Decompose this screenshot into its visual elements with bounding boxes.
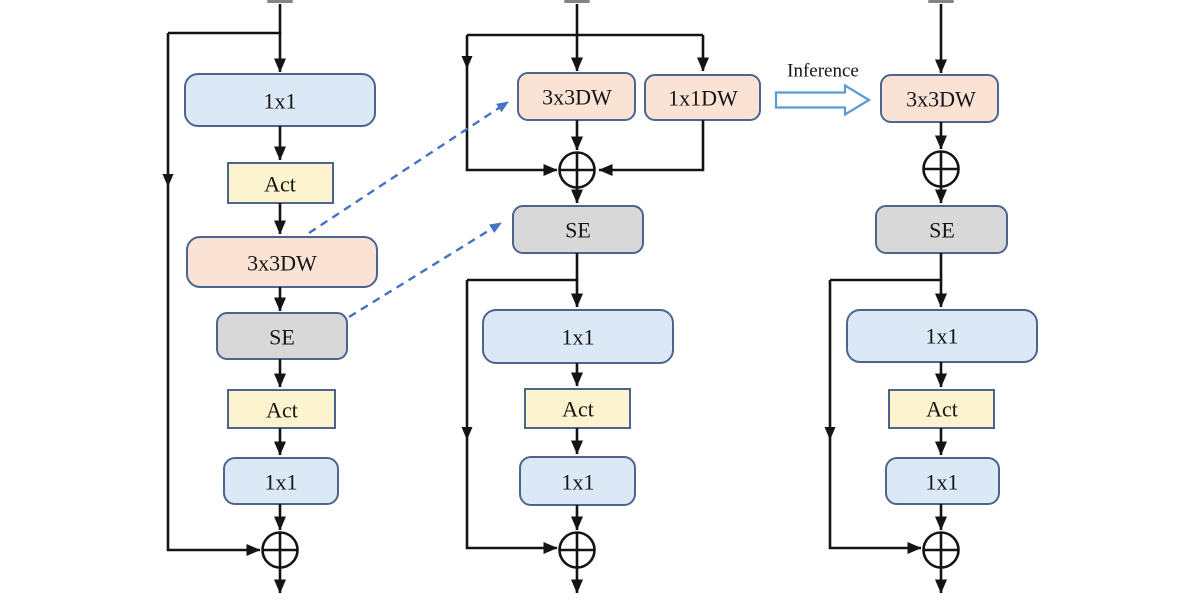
skip-mid-arrowhead-icon	[824, 427, 836, 440]
block-conv1x1-mid-label: 1x1	[562, 325, 595, 350]
block-dw1x1-label: 1x1DW	[668, 86, 738, 111]
inference-label: Inference	[787, 61, 859, 82]
block-act	[524, 388, 631, 429]
skip-connection-line	[828, 280, 922, 554]
inference-arrow-icon	[774, 83, 872, 117]
block-conv1x1-bottom-label: 1x1	[265, 470, 298, 495]
cropped-input-label-left	[267, 0, 293, 3]
block-conv1x1-top-label: 1x1	[264, 89, 297, 114]
block-conv1x1-mid-label: 1x1	[926, 324, 959, 349]
identity-branch-line	[465, 35, 558, 176]
cropped-input-label-middle	[564, 0, 590, 3]
block-dw3x3	[880, 74, 999, 123]
add-icon	[922, 531, 960, 569]
block-dw3x3-label: 3x3DW	[906, 87, 976, 112]
block-conv1x1-bottom	[885, 457, 1000, 505]
rep-dashed-arrow-se	[348, 221, 502, 319]
add-icon	[558, 151, 596, 189]
column-inference: 3x3DW SE 1x1 Act 1x1	[824, 4, 1038, 594]
column-training-reparam: 3x3DW 1x1DW SE 1x1 Act 1x1	[461, 4, 761, 594]
block-act-2-label: Act	[266, 398, 298, 423]
block-dw3x3-label: 3x3DW	[542, 85, 612, 110]
block-se	[216, 312, 348, 360]
skip-mid-arrowhead-icon	[162, 174, 174, 187]
column-training-expanded: 1x1 Act 3x3DW SE Act 1x1	[162, 4, 378, 594]
cropped-input-label-right	[928, 0, 954, 3]
block-conv1x1-bottom-label: 1x1	[562, 470, 595, 495]
identity-mid-arrowhead-icon	[461, 56, 473, 69]
skip-connection-line	[465, 280, 558, 554]
block-dw3x3-label: 3x3DW	[247, 251, 317, 276]
block-act-2	[227, 389, 336, 429]
block-se-label: SE	[269, 325, 295, 350]
dw1x1-to-add-line	[598, 120, 705, 176]
add-icon	[558, 531, 596, 569]
block-act-label: Act	[926, 397, 958, 422]
block-conv1x1-bottom-label: 1x1	[926, 470, 959, 495]
block-se-label: SE	[929, 218, 955, 243]
rep-dashed-arrow-dw	[308, 100, 509, 235]
block-act-label: Act	[562, 397, 594, 422]
block-dw3x3	[186, 236, 378, 288]
block-act-1-label: Act	[264, 172, 296, 197]
add-icon	[922, 150, 960, 188]
skip-mid-arrowhead-icon	[461, 427, 473, 440]
add-icon	[261, 531, 299, 569]
block-se-label: SE	[565, 218, 591, 243]
skip-connection-line	[166, 33, 261, 556]
